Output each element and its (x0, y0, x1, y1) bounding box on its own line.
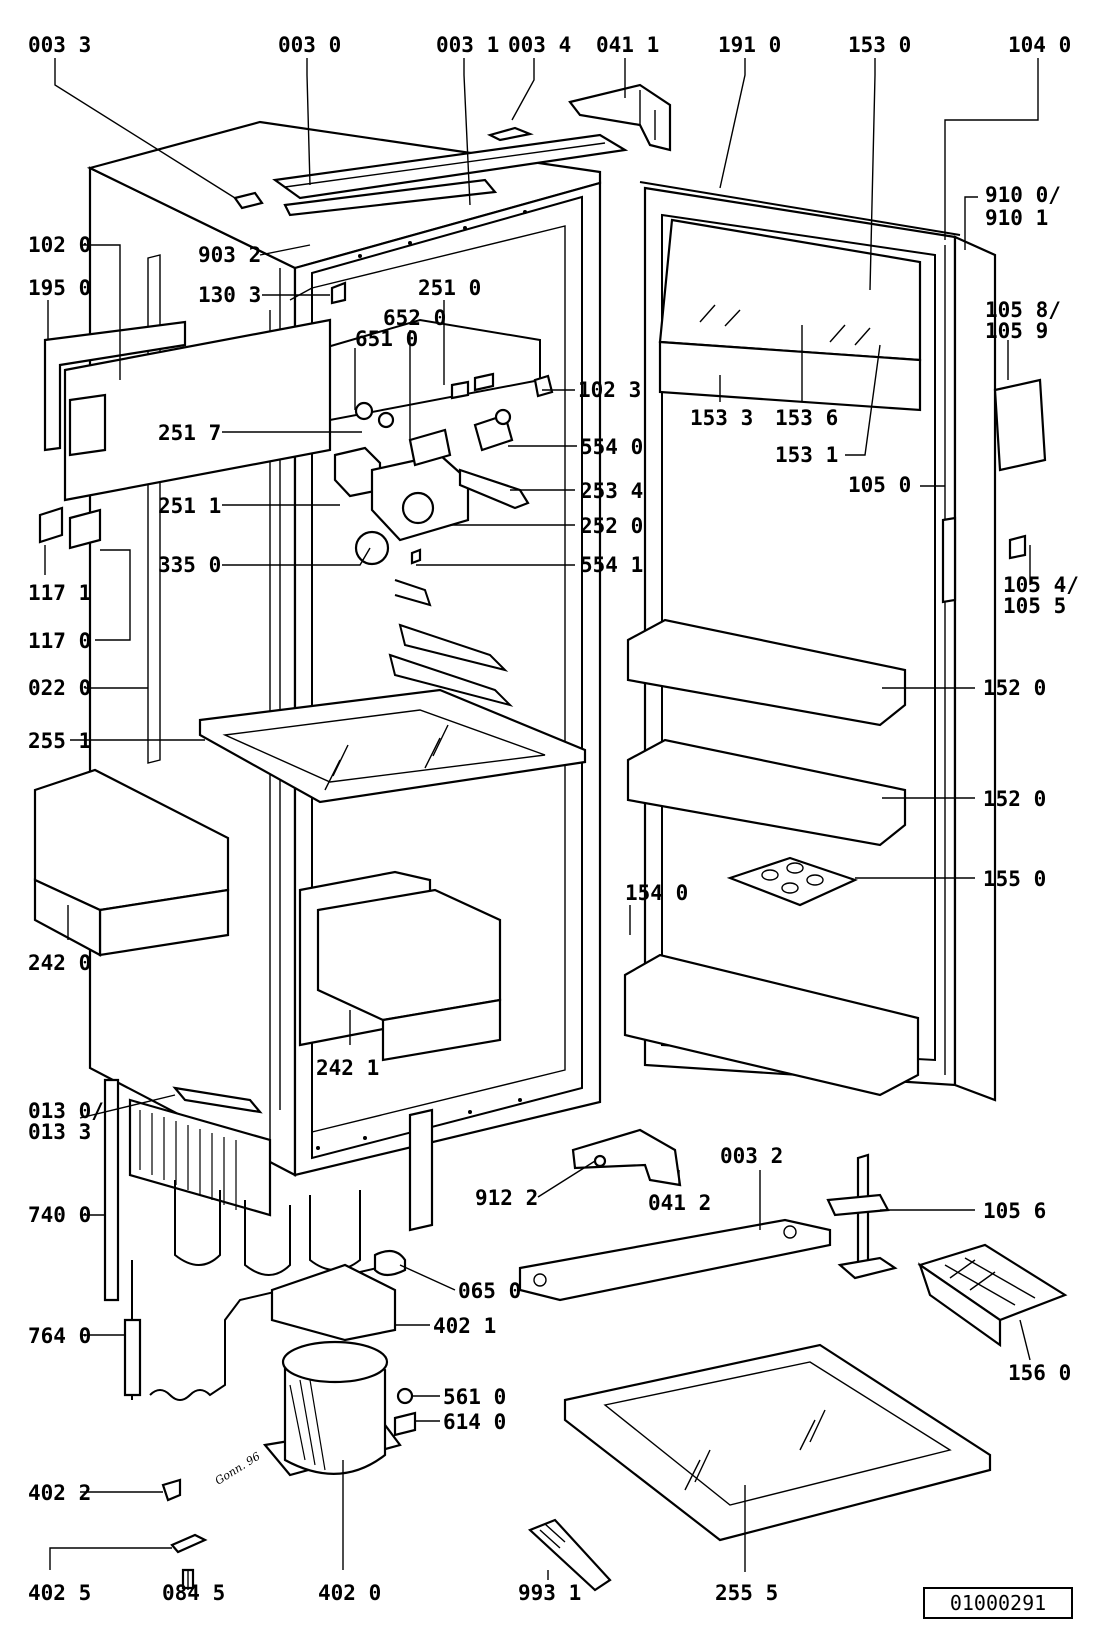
label-130-3: 130 3 (198, 283, 261, 307)
label-152-0-middle: 152 0 (983, 787, 1046, 811)
label-251-0: 251 0 (418, 276, 481, 300)
label-153-6: 153 6 (775, 406, 838, 430)
label-153-0: 153 0 (848, 33, 911, 57)
label-554-0: 554 0 (580, 435, 643, 459)
door-shelf-upper (626, 618, 907, 727)
label-102-3: 102 3 (578, 378, 641, 402)
refrigerator-door (639, 181, 1047, 1102)
label-402-5: 402 5 (28, 1581, 91, 1605)
label-102-0: 102 0 (28, 233, 91, 257)
glass-shelf (198, 688, 587, 804)
label-003-0: 003 0 (278, 33, 341, 57)
leader-lines (44, 58, 1039, 1590)
label-651-0: 651 0 (355, 327, 418, 351)
dairy-compartment (658, 218, 922, 412)
label-335-0: 335 0 (158, 553, 221, 577)
label-740-0: 740 0 (28, 1203, 91, 1227)
label-105-5: 105 5 (1003, 594, 1066, 618)
label-153-3: 153 3 (690, 406, 753, 430)
label-041-2: 041 2 (648, 1191, 711, 1215)
label-242-1: 242 1 (316, 1056, 379, 1080)
top-trim-parts (233, 126, 629, 217)
label-912-2: 912 2 (475, 1186, 538, 1210)
bottom-hinge (571, 1128, 682, 1187)
scraper-tool (527, 1518, 612, 1592)
bottom-cover-plate (518, 1218, 832, 1302)
control-panel-cover (43, 318, 332, 502)
label-153-1: 153 1 (775, 443, 838, 467)
label-251-7: 251 7 (158, 421, 221, 445)
label-191-0: 191 0 (718, 33, 781, 57)
label-022-0: 022 0 (28, 676, 91, 700)
label-084-5: 084 5 (162, 1581, 225, 1605)
label-117-0: 117 0 (28, 629, 91, 653)
label-041-1: 041 1 (596, 33, 659, 57)
label-903-2: 903 2 (198, 243, 261, 267)
ice-cube-tray (917, 1243, 1068, 1348)
label-105-4: 105 4/ (1003, 573, 1079, 597)
label-402-0: 402 0 (318, 1581, 381, 1605)
label-993-1: 993 1 (518, 1581, 581, 1605)
label-003-1: 003 1 (436, 33, 499, 57)
label-156-0: 156 0 (1008, 1361, 1071, 1385)
label-117-1: 117 1 (28, 581, 91, 605)
label-105-6: 105 6 (983, 1199, 1046, 1223)
label-242-0: 242 0 (28, 951, 91, 975)
label-105-0: 105 0 (848, 473, 911, 497)
door-bracket (826, 1153, 898, 1280)
label-910-1: 910 1 (985, 206, 1048, 230)
crisper-bin-right (316, 888, 502, 1062)
label-154-0: 154 0 (625, 881, 688, 905)
label-003-4: 003 4 (508, 33, 571, 57)
label-013-3: 013 3 (28, 1120, 91, 1144)
part-labels: 003 3 003 0 003 1 003 4 041 1 191 0 153 … (28, 33, 1079, 1605)
label-195-0: 195 0 (28, 276, 91, 300)
cabinet-body (86, 120, 602, 1177)
label-003-3: 003 3 (28, 33, 91, 57)
egg-tray (726, 856, 858, 907)
label-402-2: 402 2 (28, 1481, 91, 1505)
door-bottle-shelf (623, 953, 920, 1097)
label-255-5: 255 5 (715, 1581, 778, 1605)
artist-signature: Gonn. 96 (213, 1450, 263, 1488)
capillary-tube (123, 1260, 391, 1401)
thermostat-controls (330, 281, 554, 566)
label-910-0: 910 0/ (985, 183, 1061, 207)
label-554-1: 554 1 (580, 553, 643, 577)
top-hinge (568, 83, 672, 152)
label-253-4: 253 4 (580, 479, 643, 503)
label-255-1: 255 1 (28, 729, 91, 753)
label-105-9: 105 9 (985, 319, 1048, 343)
compressor (262, 1249, 417, 1477)
label-251-1: 251 1 (158, 494, 221, 518)
label-764-0: 764 0 (28, 1324, 91, 1348)
label-614-0: 614 0 (443, 1410, 506, 1434)
label-104-0: 104 0 (1008, 33, 1071, 57)
label-252-0: 252 0 (580, 514, 643, 538)
label-152-0-upper: 152 0 (983, 676, 1046, 700)
side-hinge-parts (38, 506, 102, 550)
label-402-1: 402 1 (433, 1314, 496, 1338)
glass-shelf-lower (563, 1343, 992, 1542)
label-013-0: 013 0/ (28, 1099, 104, 1123)
label-065-0: 065 0 (458, 1279, 521, 1303)
condenser-coil (103, 1078, 434, 1302)
door-shelf-middle (626, 738, 907, 847)
crisper-bin-left (33, 768, 230, 957)
document-number: 01000291 (923, 1587, 1073, 1619)
label-155-0: 155 0 (983, 867, 1046, 891)
label-561-0: 561 0 (443, 1385, 506, 1409)
label-105-8: 105 8/ (985, 298, 1061, 322)
label-652-0: 652 0 (383, 306, 446, 330)
label-003-2: 003 2 (720, 1144, 783, 1168)
